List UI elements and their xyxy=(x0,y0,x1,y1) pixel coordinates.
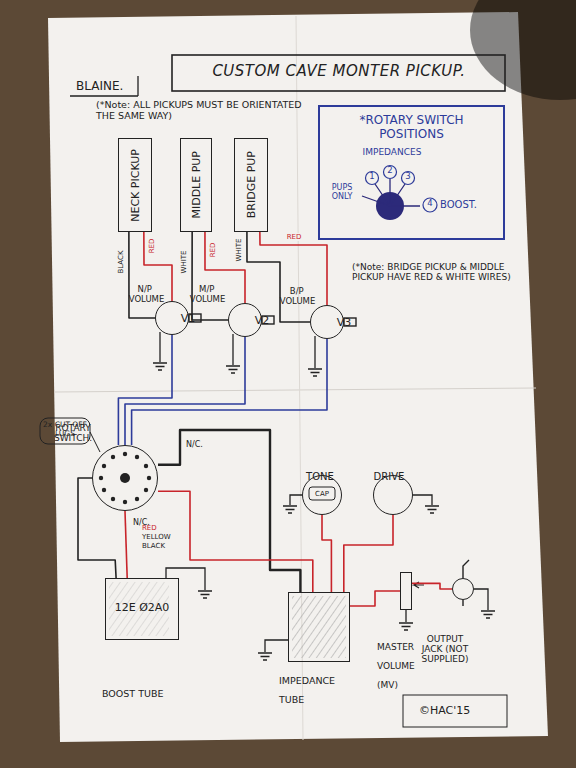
wire-color-label: RED xyxy=(286,233,303,241)
output-jack: OUTPUT JACK (NOT SUPPLIED) xyxy=(452,578,474,600)
switch-positions-box: *ROTARY SWITCH POSITIONS xyxy=(318,105,505,240)
node-text: V3 xyxy=(337,316,352,329)
note-label: CAP xyxy=(309,490,335,498)
fold-line xyxy=(54,388,536,392)
pickup: MIDDLE PUP xyxy=(180,138,212,232)
copyright-frame xyxy=(403,695,507,727)
shadow xyxy=(470,0,576,100)
note-label: 3 xyxy=(402,172,414,182)
node-heading: B/P VOLUME xyxy=(280,287,314,306)
node-text: ©HAC'15 xyxy=(419,704,470,717)
node-heading: ROTARY SWITCH. xyxy=(41,423,105,443)
volume-pot: M/P VOLUMEV2 xyxy=(228,303,262,337)
capacitor xyxy=(309,487,335,500)
note-label: (*Note: BRIDGE PICKUP & MIDDLE PICKUP HA… xyxy=(352,262,512,283)
note-label: N/C. xyxy=(186,440,216,449)
node-text: BRIDGE PUP xyxy=(245,151,258,218)
master-volume: MASTER VOLUME (MV) xyxy=(400,572,412,610)
node-text: V2 xyxy=(255,314,270,327)
note-label: IMPEDANCES xyxy=(350,147,434,157)
wire-color-label: RED xyxy=(209,242,217,259)
node-heading: OUTPUT JACK (NOT SUPPLIED) xyxy=(422,634,469,664)
wire xyxy=(350,591,400,606)
tube-shading xyxy=(292,596,346,658)
node-text: *ROTARY SWITCH POSITIONS xyxy=(352,113,472,141)
tone-pot: TONE xyxy=(302,475,342,515)
node-heading: IMPEDANCE TUBE xyxy=(279,675,335,705)
note-label: 2 xyxy=(384,166,396,176)
note-label: PUPS ONLY xyxy=(322,183,362,201)
impedance-tube: IMPEDANCE TUBE xyxy=(288,592,350,662)
node-text: 12E Ø2A0 xyxy=(106,579,178,614)
volume-pot: B/P VOLUMEV3 xyxy=(310,305,344,339)
wire xyxy=(129,232,155,318)
wire xyxy=(118,335,172,445)
node-heading: BOOST TUBE xyxy=(102,688,163,699)
title-text: CUSTOM CAVE MONTER PICKUP. xyxy=(178,63,500,80)
node-text: V1 xyxy=(181,312,196,325)
wire-color-label: BLACK xyxy=(117,249,125,274)
boost-tube: 12E Ø2A0BOOST TUBE xyxy=(105,578,179,640)
volume-pot: N/P VOLUMEV1 xyxy=(155,301,189,335)
note-label: 4 xyxy=(424,199,436,209)
wire-color-label: RED xyxy=(148,238,156,255)
wire xyxy=(322,515,331,592)
wire xyxy=(125,511,127,578)
wire xyxy=(192,232,228,320)
rotary-switch: ROTARY SWITCH. xyxy=(92,445,158,511)
note-label: (*Note: ALL PICKUPS MUST BE ORIENTATED T… xyxy=(96,100,311,122)
wire xyxy=(158,430,300,592)
title-box xyxy=(172,55,505,91)
note-label: 1 xyxy=(366,172,378,182)
note-label: BLAINE. xyxy=(76,80,142,94)
wire xyxy=(344,515,393,592)
node-heading: MASTER VOLUME (MV) xyxy=(377,642,415,690)
pickup: BRIDGE PUP xyxy=(234,138,268,232)
note-label: BLACK xyxy=(142,542,182,550)
ground-symbols xyxy=(153,363,495,660)
wire-color-label: WHITE xyxy=(180,250,188,275)
node-heading: N/P VOLUME xyxy=(129,285,161,304)
note-label: BOOST. xyxy=(440,199,492,211)
node-text: MIDDLE PUP xyxy=(190,151,203,219)
wire-color-label: WHITE xyxy=(235,238,243,263)
node-heading: M/P VOLUME xyxy=(190,285,224,304)
paper-sheet xyxy=(48,12,548,742)
note-label: YELLOW xyxy=(142,533,182,541)
node-heading: DRIVE xyxy=(370,471,408,482)
switch-lugs xyxy=(99,452,151,504)
node-heading: TONE xyxy=(301,471,339,482)
wire xyxy=(158,491,313,592)
copyright-box: ©HAC'15 xyxy=(410,700,479,721)
wire xyxy=(412,583,452,589)
node-text: NECK PICKUP xyxy=(129,149,142,222)
drive-pot: DRIVE xyxy=(373,475,413,515)
wire xyxy=(78,478,116,578)
position-knob xyxy=(362,166,437,221)
pickup: NECK PICKUP xyxy=(118,138,152,232)
note-label: RED xyxy=(142,524,182,532)
